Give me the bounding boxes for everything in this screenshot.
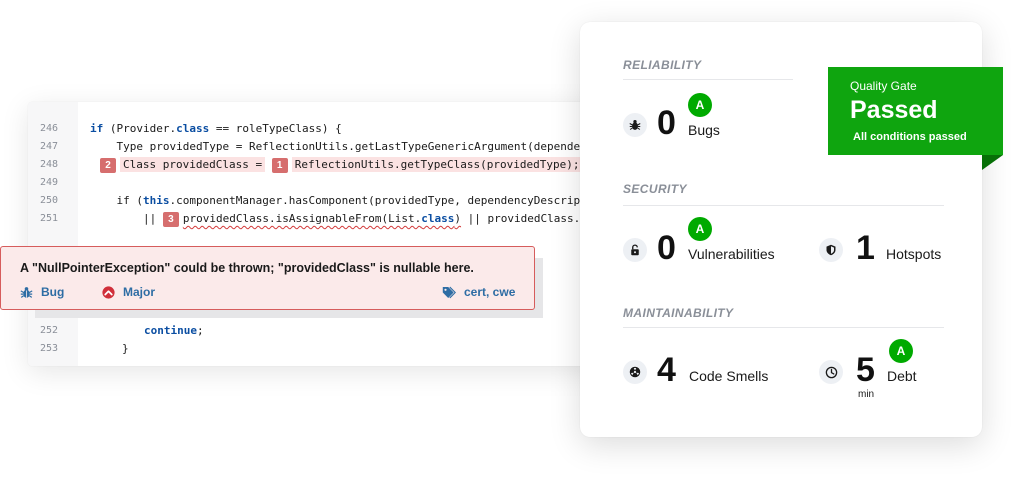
highlighted-code: ReflectionUtils.getTypeClass(providedTyp… [291, 157, 583, 172]
line-number: 248 [40, 159, 59, 170]
vulnerabilities-count[interactable]: 0 [657, 229, 676, 267]
issue-severity-label: Major [123, 285, 156, 299]
debt-label: Debt [887, 368, 917, 384]
reliability-rating-badge[interactable]: A [688, 93, 712, 117]
debt-value[interactable]: 5 [856, 351, 875, 389]
quality-gate-badge[interactable]: Quality Gate Passed All conditions passe… [828, 67, 1003, 155]
bug-icon [623, 113, 647, 137]
hotspots-count[interactable]: 1 [856, 229, 875, 267]
line-number: 253 [40, 343, 59, 354]
maintainability-rating-badge[interactable]: A [889, 339, 913, 363]
tag-icon [442, 286, 456, 298]
lock-icon [623, 238, 647, 262]
issue-tags-label: cert, cwe [464, 285, 516, 299]
code-text: (Provider. [103, 122, 177, 135]
section-divider [623, 327, 944, 328]
flagged-code-text: providedClass.isAssignableFrom(List. [182, 212, 422, 225]
code-keyword: this [142, 194, 170, 207]
code-keyword: continue [144, 324, 197, 337]
issue-location-marker[interactable]: 3 [162, 211, 179, 227]
issue-severity[interactable]: Major [102, 285, 155, 299]
ribbon-fold [982, 155, 1003, 170]
flagged-code-text: ) [454, 212, 462, 225]
security-section-title: SECURITY [623, 182, 687, 196]
line-number: 247 [40, 141, 59, 152]
code-text: Type providedType = ReflectionUtils.getL… [90, 140, 608, 153]
code-text: .componentManager.hasComponent(providedT… [169, 194, 608, 207]
issue-message-box[interactable]: A "NullPointerException" could be thrown… [0, 246, 535, 310]
line-number: 250 [40, 195, 59, 206]
issue-location-marker[interactable]: 1 [271, 157, 288, 173]
bug-icon [20, 286, 33, 298]
code-smells-label: Code Smells [689, 368, 769, 384]
code-text: } [122, 342, 129, 355]
code-keyword: if [90, 122, 104, 135]
code-text: || providedClass.isAs [461, 212, 607, 225]
issue-type[interactable]: Bug [20, 285, 64, 299]
issue-type-label: Bug [41, 285, 65, 299]
line-number-gutter [28, 102, 78, 366]
line-number: 246 [40, 123, 59, 134]
clock-icon [819, 360, 843, 384]
section-divider [623, 79, 793, 80]
hotspots-label: Hotspots [886, 246, 942, 262]
code-viewer: 246 if (Provider.class == roleTypeClass)… [28, 102, 608, 366]
reliability-section-title: RELIABILITY [623, 58, 702, 72]
line-number: 249 [40, 177, 59, 188]
quality-gate-title: Quality Gate [850, 79, 917, 93]
line-number: 252 [40, 325, 59, 336]
code-text: ; [196, 324, 204, 337]
section-divider [623, 205, 944, 206]
radiation-icon [623, 360, 647, 384]
code-text: == roleTypeClass) { [209, 122, 342, 135]
security-rating-badge[interactable]: A [688, 217, 712, 241]
major-severity-icon [102, 285, 115, 299]
code-text: || [90, 212, 163, 225]
maintainability-section-title: MAINTAINABILITY [623, 306, 734, 320]
flagged-code: providedClass.isAssignableFrom(List.clas… [183, 212, 461, 225]
vulnerabilities-label: Vulnerabilities [688, 246, 775, 262]
bugs-label: Bugs [688, 122, 720, 138]
issue-tags[interactable]: cert, cwe [442, 285, 515, 299]
shield-icon [819, 238, 843, 262]
quality-gate-status: Passed [850, 96, 938, 124]
highlighted-code: Class providedClass = [120, 157, 266, 172]
issue-message: A "NullPointerException" could be thrown… [20, 261, 474, 275]
bugs-count[interactable]: 0 [657, 104, 676, 142]
debt-unit: min [858, 389, 875, 400]
code-keyword: class [176, 122, 210, 135]
issue-location-marker[interactable]: 2 [100, 157, 116, 173]
line-number: 251 [40, 213, 59, 224]
code-smells-count[interactable]: 4 [657, 351, 676, 389]
code-text: if ( [90, 194, 143, 207]
code-keyword: class [421, 212, 455, 225]
quality-gate-subtitle: All conditions passed [853, 131, 967, 143]
